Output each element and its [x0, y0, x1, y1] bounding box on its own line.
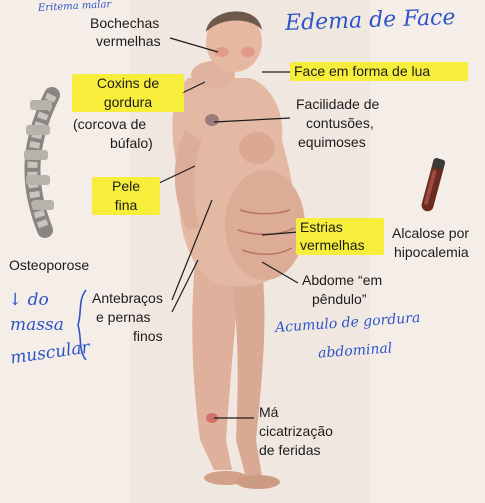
- label-alcalose-line2: hipocalemia: [394, 244, 469, 260]
- label-cicatrizacao-line3: de feridas: [259, 442, 321, 458]
- label-abdome-line2: pêndulo”: [312, 291, 367, 307]
- pointer-lines: [154, 37, 299, 419]
- label-contusoes-line3: equimoses: [298, 134, 366, 150]
- label-antebracos-line1: Antebraços: [92, 290, 163, 306]
- brace-mark: [77, 289, 87, 361]
- label-cicatrizacao-line2: cicatrização: [259, 423, 333, 439]
- label-osteoporose: Osteoporose: [9, 257, 90, 273]
- patient-figure: [172, 11, 305, 489]
- spine-illustration: [24, 87, 60, 238]
- label-estrias-line1: Estrias: [296, 218, 384, 237]
- label-pele-line1: Pele: [92, 177, 160, 196]
- label-cicatrizacao-line1: Má: [259, 404, 279, 420]
- label-antebracos-line3: finos: [133, 328, 163, 344]
- label-face-lua: Face em forma de lua: [290, 62, 468, 81]
- label-bochechas-line1: Bochechas: [90, 15, 160, 31]
- label-bochechas-line2: vermelhas: [96, 33, 161, 49]
- label-corcova-line1: (corcova de: [73, 116, 147, 132]
- handwritten-massa-line1: ↓ do: [8, 290, 49, 310]
- label-antebracos-line2: e pernas: [96, 309, 151, 325]
- handwritten-massa-line2: massa: [10, 315, 64, 335]
- label-abdome-line1: Abdome “em: [302, 272, 383, 288]
- label-pele-line2: fina: [92, 196, 160, 215]
- label-alcalose-line1: Alcalose por: [392, 225, 470, 241]
- label-coxins-line2: gordura: [72, 93, 184, 112]
- label-contusoes-line2: contusões,: [306, 115, 374, 131]
- label-estrias-line2: vermelhas: [296, 236, 384, 255]
- label-contusoes-line1: Facilidade de: [296, 96, 380, 112]
- label-corcova-line2: búfalo): [110, 135, 153, 151]
- label-coxins-line1: Coxins de: [72, 74, 184, 93]
- blood-tube-icon: [421, 158, 446, 212]
